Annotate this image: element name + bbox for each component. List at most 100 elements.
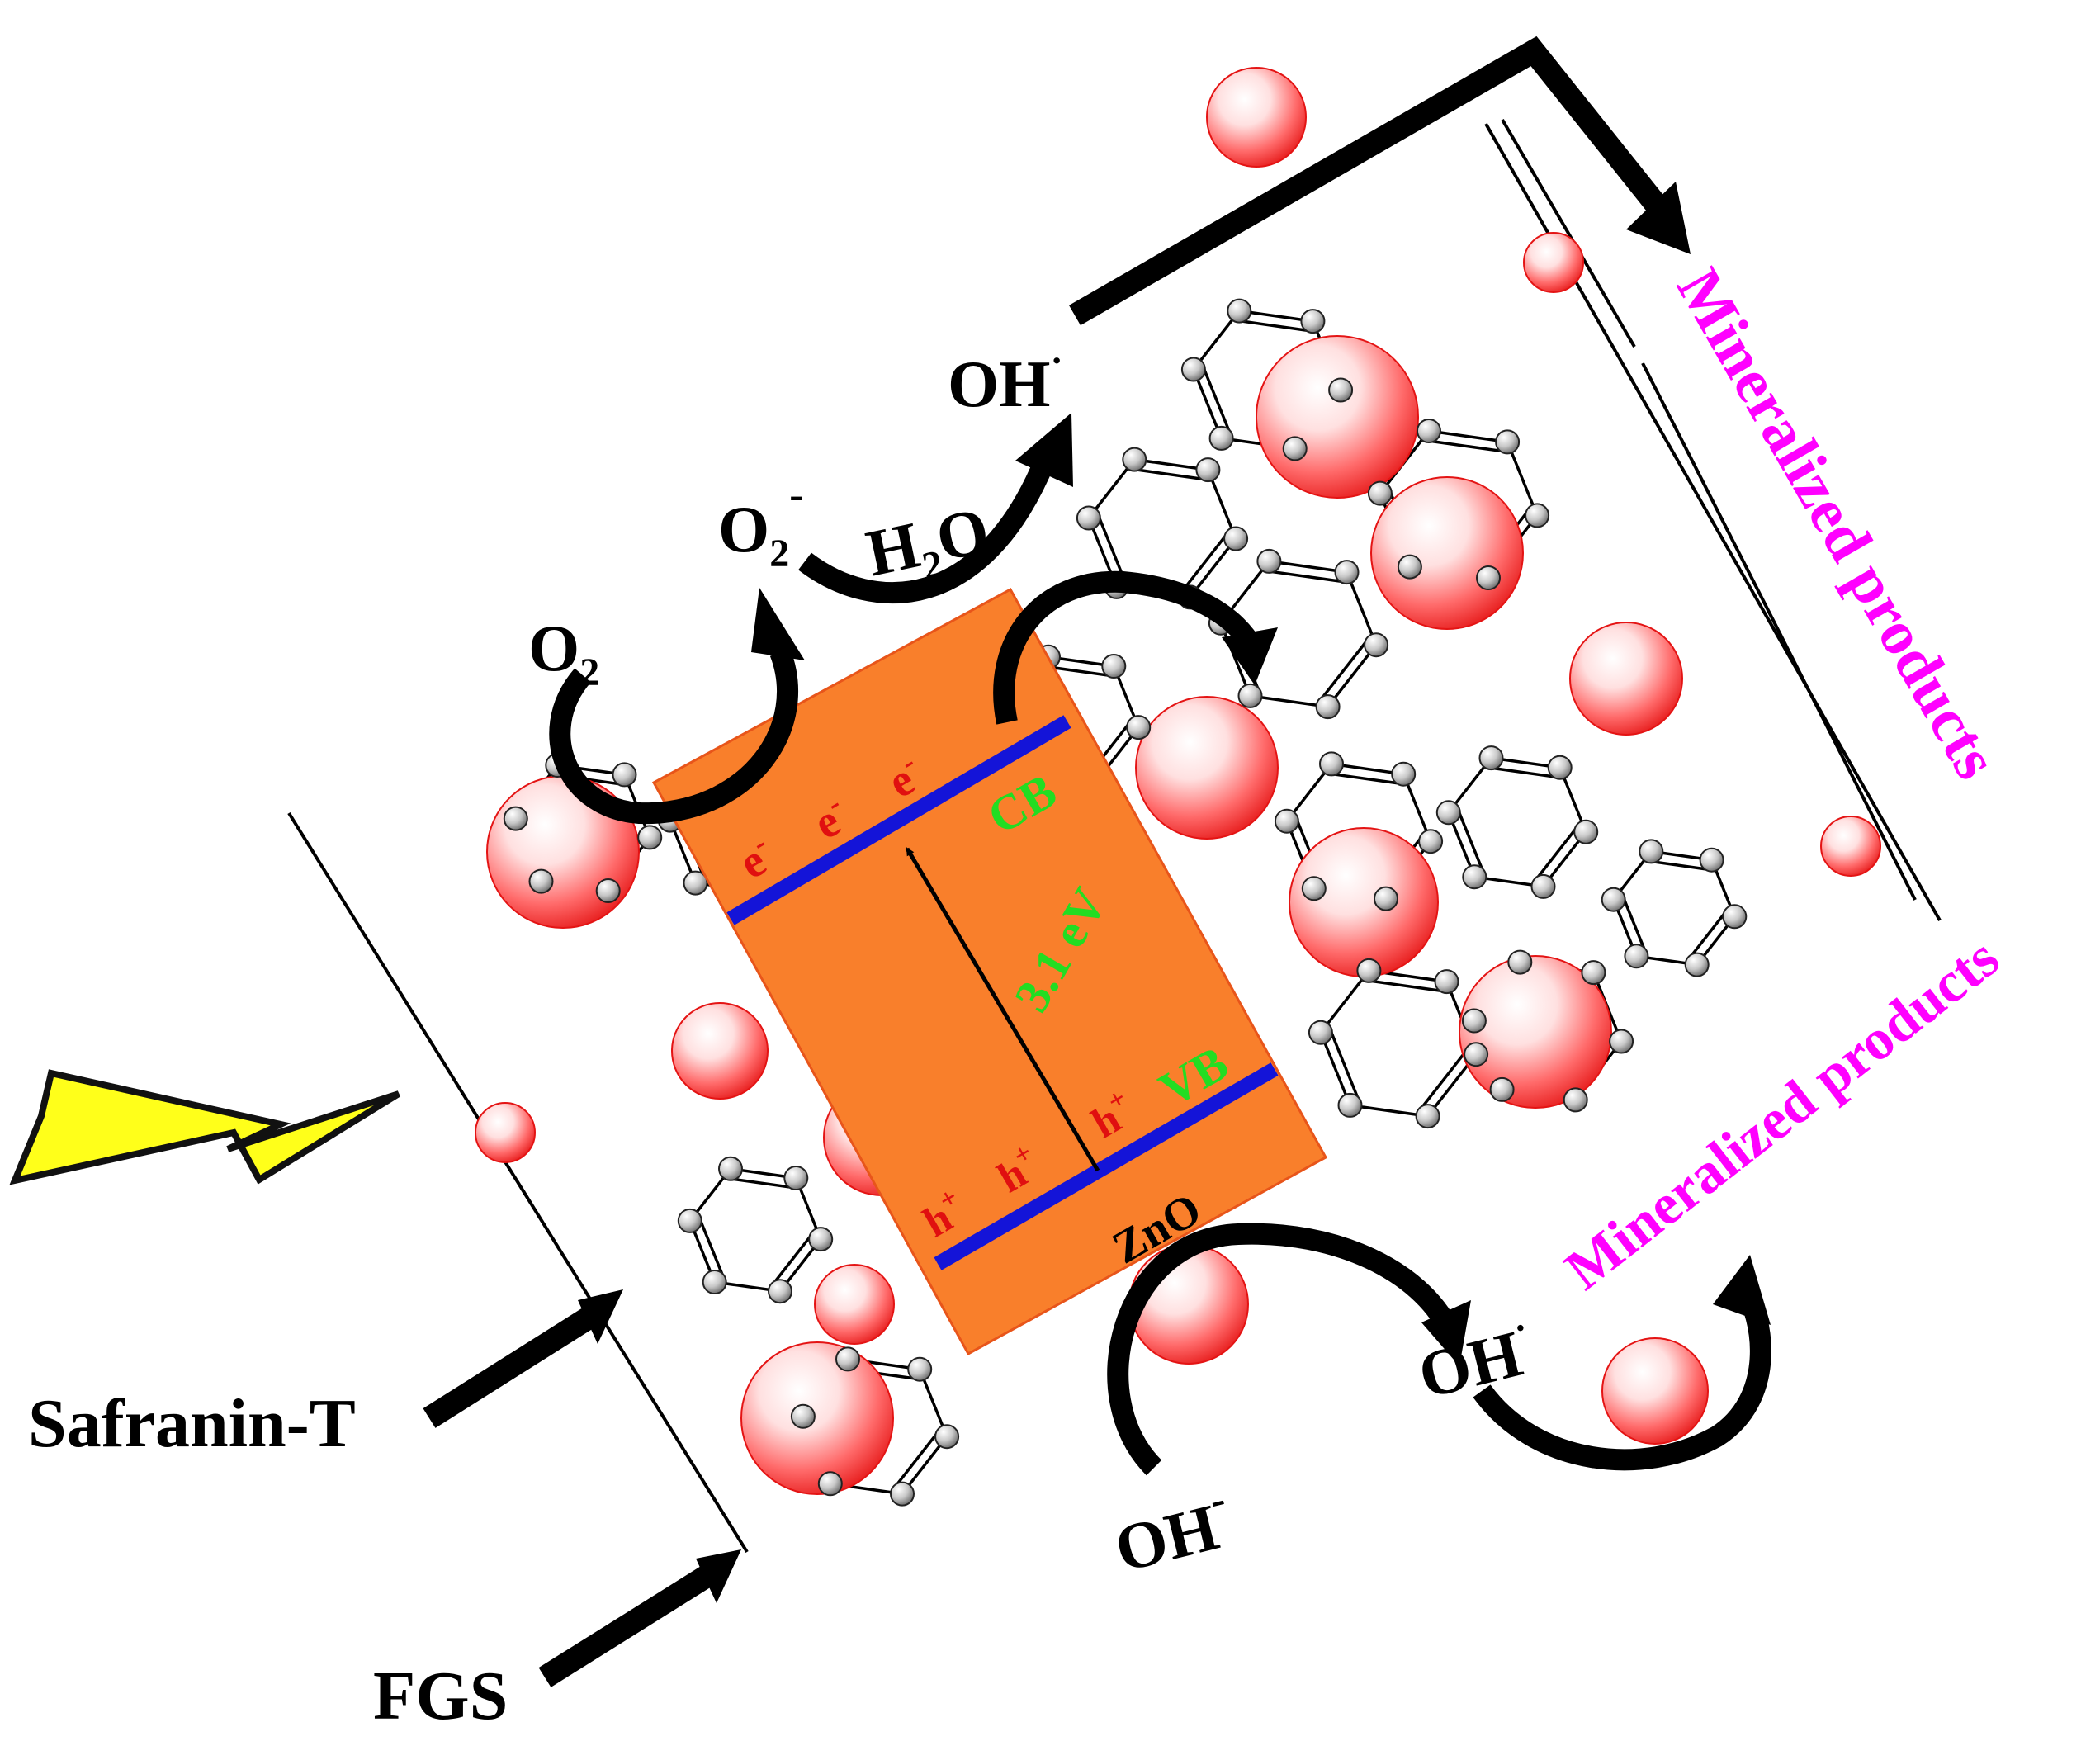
carbon-atom-icon (934, 1424, 960, 1450)
fgs-label: FGS (373, 1658, 508, 1734)
carbon-atom-icon (1684, 952, 1710, 977)
mineralized-labels: Mineralized products Mineralized product… (1554, 258, 2011, 1303)
dye-sphere-icon (1523, 232, 1584, 293)
straight-arrows (423, 35, 1691, 1687)
carbon-atom-icon (1476, 565, 1501, 590)
carbon-atom-icon (1639, 839, 1664, 864)
oxygen-label: O2 (528, 613, 599, 694)
sheet-edge (1501, 118, 1636, 348)
carbon-atom-icon (1478, 745, 1504, 771)
double-bond (1687, 909, 1729, 960)
carbon-atom-icon (1415, 1104, 1440, 1129)
sheet-edge (1641, 362, 1917, 901)
carbon-bond (1345, 571, 1378, 646)
carbon-bond (1250, 694, 1328, 708)
carbon-bond (1319, 969, 1370, 1034)
carbon-atom-icon (683, 870, 708, 896)
double-bond (1180, 532, 1230, 593)
carbon-atom-icon (1328, 377, 1354, 403)
double-bond (1201, 365, 1232, 436)
carbon-atom-icon (1334, 560, 1360, 585)
sheet-edge (287, 811, 749, 1554)
dye-sphere-icon (1206, 67, 1307, 168)
carbon-bond (1269, 560, 1347, 574)
carbon-atom-icon (1180, 357, 1206, 382)
double-bond (893, 1429, 941, 1489)
oh-radical-top-label: OH· (948, 339, 1063, 421)
fgs-pointer (538, 1565, 715, 1687)
carbon-atom-icon (1624, 944, 1649, 969)
dye-sphere-icon (1459, 955, 1612, 1109)
carbon-atom-icon (1507, 949, 1533, 975)
carbon-atom-icon (1391, 761, 1417, 787)
superoxide-label: O2- (718, 471, 804, 575)
double-bond (1267, 570, 1346, 584)
carbon-atom-icon (1274, 808, 1299, 834)
carbon-atom-icon (528, 868, 554, 894)
carbon-atom-icon (783, 1166, 809, 1190)
carbon-atom-icon (637, 825, 663, 850)
carbon-atom-icon (612, 762, 637, 788)
reaction-arrows (549, 413, 1771, 1476)
dye-sphere-icon (1820, 816, 1881, 877)
carbon-bond (1327, 644, 1378, 708)
carbon-atom-icon (1581, 960, 1606, 986)
carbon-atom-icon (1282, 436, 1308, 461)
carbon-atom-icon (1301, 876, 1327, 901)
double-bond (1133, 467, 1207, 481)
zno-particle: e- e- e- CB 3.1 eV VB h+ h+ h+ ZnO (651, 587, 1328, 1356)
carbon-atom-icon (1208, 425, 1234, 451)
carbon-atom-icon (1563, 1087, 1588, 1113)
carbon-atom-icon (1337, 1092, 1363, 1118)
o2-reduction-arrow (549, 648, 798, 825)
safranin-pointer (423, 1307, 597, 1428)
hole-oxidation-arrow (1107, 1223, 1459, 1476)
dye-sphere-icon (1569, 622, 1683, 736)
carbon-atom-icon (1530, 873, 1556, 899)
safranin-label: Safranin-T (28, 1385, 356, 1462)
dye-sphere-icon (814, 1264, 895, 1345)
carbon-atom-icon (808, 1227, 834, 1252)
carbon-atom-icon (1256, 548, 1282, 574)
carbon-atom-icon (1356, 958, 1382, 983)
double-bond (1330, 772, 1402, 786)
carbon-atom-icon (1122, 447, 1147, 472)
carbon-atom-icon (1126, 715, 1152, 740)
carbon-atom-icon (1609, 1029, 1634, 1054)
carbon-bond (1219, 622, 1252, 697)
dye-sphere-icon (1289, 827, 1439, 977)
carbon-atom-icon (1227, 298, 1252, 324)
carbon-atom-icon (1319, 751, 1344, 777)
carbon-atom-icon (1722, 904, 1748, 930)
carbon-atom-icon (1315, 694, 1341, 720)
double-bond (1237, 319, 1312, 333)
carbon-atom-icon (1461, 1008, 1487, 1034)
carbon-bond (1428, 429, 1508, 444)
dye-sphere-icon (475, 1102, 536, 1163)
superoxide-arrow (798, 457, 1054, 604)
carbon-atom-icon (1101, 654, 1127, 679)
mineralized-products-right: Mineralized products (1663, 258, 2011, 791)
double-bond (1418, 1047, 1469, 1111)
carbon-atom-icon (835, 1346, 860, 1372)
carbon-atom-icon (1417, 419, 1441, 443)
mineralized-products-lower: Mineralized products (1554, 926, 2011, 1303)
double-bond (1427, 439, 1506, 453)
water-label: H2O (860, 494, 997, 599)
carbon-atom-icon (1374, 886, 1398, 911)
carbon-atom-icon (768, 1279, 792, 1304)
carbon-atom-icon (718, 1156, 743, 1181)
double-bond (1047, 665, 1113, 678)
lightning-icon (9, 1069, 401, 1185)
carbon-atom-icon (1525, 503, 1550, 528)
carbon-atom-icon (1434, 969, 1459, 995)
dye-sphere-icon (671, 1002, 769, 1100)
carbon-atom-icon (790, 1403, 816, 1429)
carbon-atom-icon (1462, 864, 1488, 890)
dye-sphere-icon (1256, 335, 1419, 499)
carbon-atom-icon (1547, 755, 1573, 780)
carbon-bond (1506, 441, 1539, 517)
double-bond (1456, 808, 1486, 874)
conduction-band (726, 715, 1071, 925)
